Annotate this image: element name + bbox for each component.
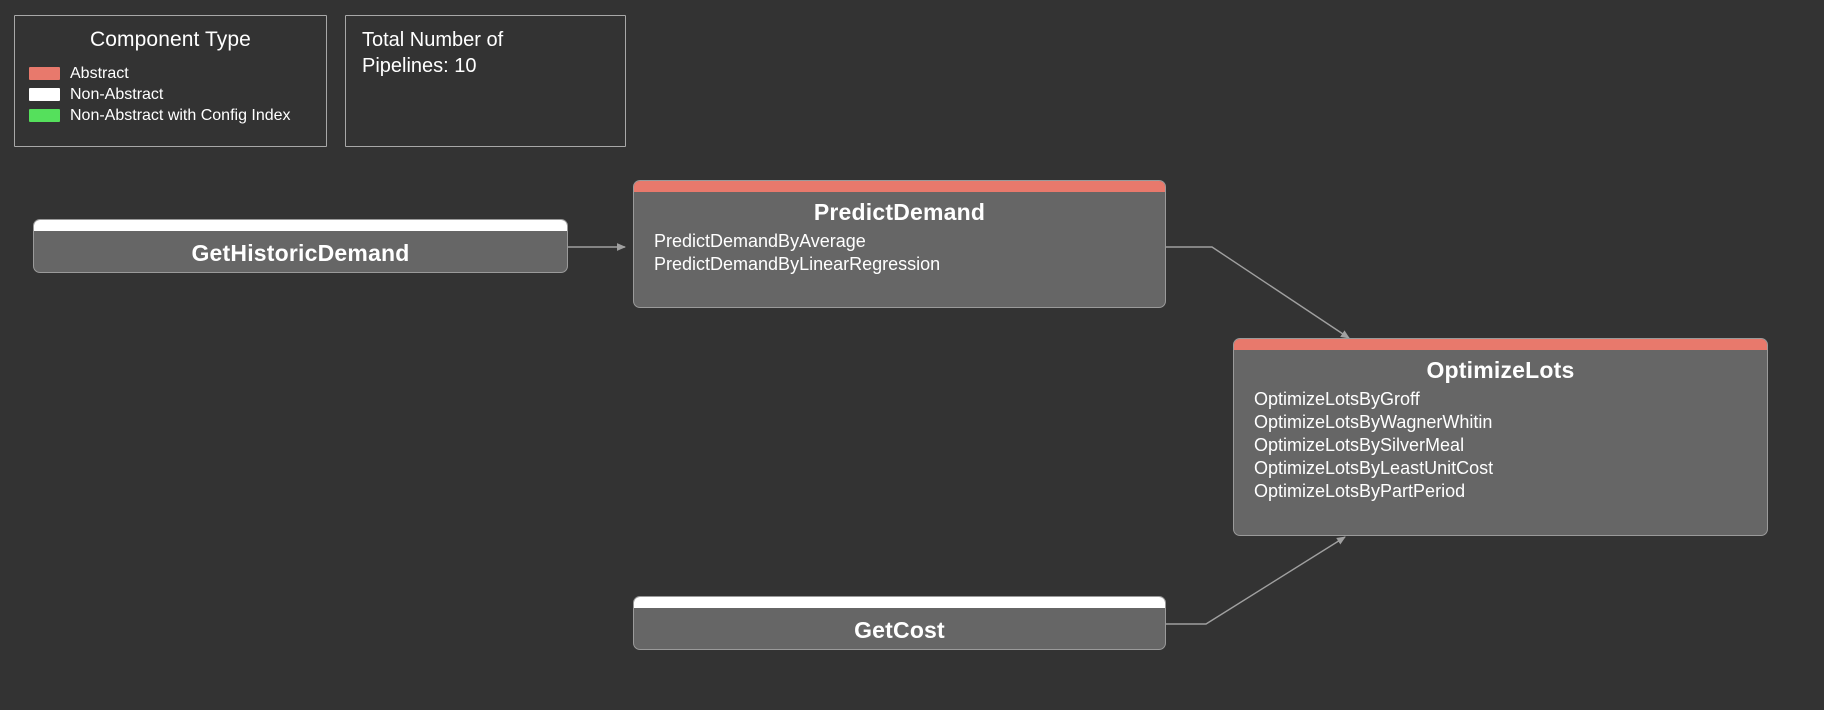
legend-swatch-non-abstract <box>29 88 60 101</box>
node-member-item: PredictDemandByAverage <box>654 231 866 251</box>
node-type-bar-predictdemand <box>634 181 1165 192</box>
node-member-item: OptimizeLotsBySilverMeal <box>1254 435 1465 455</box>
legend-title: Component Type <box>90 28 251 51</box>
legend-item-non-abstract-config-index: Non-Abstract with Config Index <box>29 105 326 126</box>
node-type-bar-getcost <box>634 597 1165 608</box>
node-title-optimizelots: OptimizeLots <box>1426 357 1575 383</box>
legend-label-abstract: Abstract <box>70 65 129 82</box>
legend-swatch-abstract <box>29 67 60 80</box>
legend-item-abstract: Abstract <box>29 63 326 84</box>
node-gethistoricdemand[interactable]: GetHistoricDemand <box>33 219 568 273</box>
node-members-predictdemand: PredictDemandByAverage PredictDemandByLi… <box>634 226 1165 276</box>
node-title-gethistoricdemand: GetHistoricDemand <box>191 240 410 266</box>
legend-item-non-abstract: Non-Abstract <box>29 84 326 105</box>
node-member-item: OptimizeLotsByGroff <box>1254 389 1420 409</box>
pipeline-count-text: Total Number of Pipelines: 10 <box>362 29 504 77</box>
node-member-item: OptimizeLotsByLeastUnitCost <box>1254 458 1494 478</box>
node-title-predictdemand: PredictDemand <box>813 199 986 225</box>
node-type-bar-gethistoricdemand <box>34 220 567 231</box>
edge-getcost-to-optimizelots <box>1166 536 1346 625</box>
node-getcost[interactable]: GetCost <box>633 596 1166 650</box>
edge-predictdemand-to-optimizelots <box>1166 246 1350 339</box>
node-predictdemand[interactable]: PredictDemand PredictDemandByAverage Pre… <box>633 180 1166 308</box>
node-type-bar-optimizelots <box>1234 339 1767 350</box>
node-optimizelots[interactable]: OptimizeLots OptimizeLotsByGroff Optimiz… <box>1233 338 1768 536</box>
node-members-optimizelots: OptimizeLotsByGroff OptimizeLotsByWagner… <box>1234 384 1767 503</box>
legend-panel: Component Type Abstract Non-Abstract Non… <box>14 15 327 147</box>
legend-label-non-abstract-config-index: Non-Abstract with Config Index <box>70 107 291 124</box>
legend-label-non-abstract: Non-Abstract <box>70 86 164 103</box>
node-member-item: PredictDemandByLinearRegression <box>654 254 941 274</box>
legend-item-list: Abstract Non-Abstract Non-Abstract with … <box>15 63 326 126</box>
node-member-item: OptimizeLotsByWagnerWhitin <box>1254 412 1493 432</box>
legend-swatch-non-abstract-config-index <box>29 109 60 122</box>
node-member-item: OptimizeLotsByPartPeriod <box>1254 481 1466 501</box>
pipeline-count-panel: Total Number of Pipelines: 10 <box>345 15 626 147</box>
node-title-getcost: GetCost <box>854 617 945 643</box>
